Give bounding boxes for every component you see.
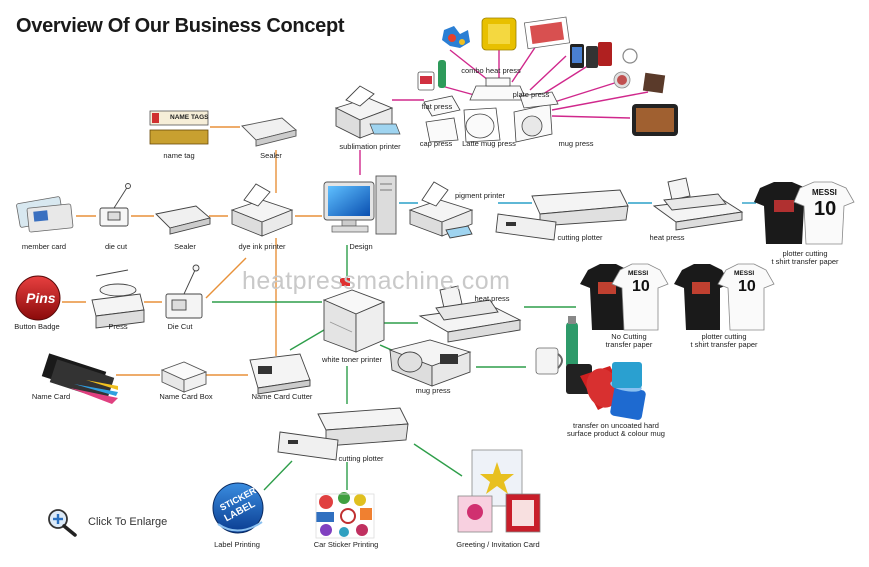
sticker-label-image: [212, 482, 264, 534]
click-to-enlarge-label: Click To Enlarge: [88, 516, 168, 528]
label-white-toner-printer: white toner printer: [321, 355, 383, 364]
cutting-plotter-bottom-image: [277, 407, 409, 461]
die-cut-mid-image: [165, 264, 203, 319]
label-design: Design: [349, 242, 373, 251]
press-image: [91, 269, 145, 329]
name-card-box-image: [160, 361, 208, 393]
tshirt-pair-mid-left-image: [580, 263, 669, 331]
label-pigment-printer: pigment printer: [454, 191, 506, 200]
design-computer-image: [323, 175, 397, 235]
sealer-top-image: [241, 117, 297, 147]
label-no-cutting-1: No Cutting: [611, 332, 647, 341]
green-connectors: [212, 245, 576, 491]
label-mug-press-mid: mug press: [415, 386, 451, 395]
pins-text: Pins: [26, 290, 56, 306]
label-combo-heat-press: combo heat press: [461, 66, 521, 75]
name-card-image: [41, 353, 118, 404]
label-heat-press-mid: heat press: [474, 294, 510, 303]
label-heat-press-right: heat press: [649, 233, 685, 242]
label-sealer-mid: Sealer: [174, 242, 196, 251]
name-tag-text: NAME TAGS: [170, 114, 209, 121]
label-sealer-top: Sealer: [260, 151, 282, 160]
label-name-card: Name Card: [31, 392, 71, 401]
greeting-cards-image: [457, 449, 541, 533]
page-title: Overview Of Our Business Concept: [16, 15, 345, 37]
cutting-plotter-top-image: [495, 189, 629, 241]
label-plate-press: plate press: [512, 90, 550, 99]
label-label-printing: Label Printing: [214, 540, 260, 549]
number-text-mid-right: 10: [738, 278, 756, 295]
mugs-image: [535, 316, 646, 420]
label-name-card-box: Name Card Box: [159, 392, 213, 401]
connector-plotter-greeting: [413, 443, 463, 477]
label-cutting-plotter-top: cutting plotter: [557, 233, 603, 242]
connector-cutter-whitetoner: [289, 329, 325, 351]
watermark: heatpressmachine.com: [242, 267, 511, 295]
sublimation-products-image: [417, 16, 678, 136]
label-flat-press: flat press: [421, 102, 453, 111]
label-name-tag: name tag: [163, 151, 195, 160]
label-plotter-cutting-top-2: t shirt transfer paper: [771, 257, 839, 266]
label-transfer-uncoated-2: surface product & colour mug: [567, 429, 665, 438]
label-car-sticker-printing: Car Sticker Printing: [313, 540, 379, 549]
messi-text-top: MESSI: [812, 188, 837, 197]
name-card-cutter-image: [249, 353, 311, 395]
number-text-mid-left: 10: [632, 278, 650, 295]
tshirt-pair-top-image: [754, 181, 855, 245]
label-member-card: member card: [21, 242, 67, 251]
button-badge-image: [15, 275, 61, 321]
car-stickers-image: [315, 492, 375, 539]
label-dye-ink-printer: dye ink printer: [238, 242, 286, 251]
label-button-badge: Button Badge: [14, 322, 60, 331]
heat-press-right-image: [652, 177, 744, 231]
label-cutting-plotter-bottom: cutting plotter: [338, 454, 384, 463]
connector-diecut-dyeink: [205, 257, 247, 299]
label-die-cut-mid: Die Cut: [167, 322, 193, 331]
label-name-card-cutter: Name Card Cutter: [251, 392, 313, 401]
messi-text-mid-right: MESSI: [734, 270, 755, 277]
sealer-mid-image: [155, 205, 211, 235]
label-sublimation-printer: sublimation printer: [339, 142, 401, 151]
pigment-printer-image: [408, 181, 474, 239]
heat-press-mid-image: [418, 285, 522, 343]
label-latte-mug-press: Latte mug press: [462, 139, 516, 148]
label-plotter-cutting-mid-1: plotter cutting: [701, 332, 747, 341]
name-tag-image: [149, 110, 209, 145]
white-toner-printer-image: [322, 278, 386, 353]
tshirt-pair-mid-right-image: [674, 263, 775, 331]
label-press: Press: [108, 322, 128, 331]
die-cut-image: [99, 183, 131, 227]
sublimation-printer-image: [334, 85, 401, 139]
messi-text-mid-left: MESSI: [628, 270, 649, 277]
number-text-top: 10: [814, 198, 837, 220]
label-greeting-card: Greeting / Invitation Card: [456, 540, 540, 549]
label-cap-press: cap press: [419, 139, 453, 148]
label-mug-press-top: mug press: [558, 139, 594, 148]
dye-ink-printer-image: [230, 183, 294, 237]
label-plotter-cutting-top-1: plotter cutting: [782, 249, 828, 258]
label-plotter-cutting-mid-2: t shirt transfer paper: [690, 340, 758, 349]
orange-connectors: [62, 126, 322, 376]
connector-plotter-label: [263, 460, 293, 491]
label-transfer-uncoated-1: transfer on uncoated hard: [573, 421, 659, 430]
click-to-enlarge-button[interactable]: Click To Enlarge: [46, 507, 167, 537]
label-die-cut: die cut: [104, 242, 128, 251]
member-card-image: [16, 196, 74, 233]
mug-press-mid-image: [388, 339, 472, 387]
combo-heat-press-image: [423, 77, 559, 143]
label-no-cutting-2: transfer paper: [605, 340, 653, 349]
magnifier-icon: [48, 509, 77, 537]
